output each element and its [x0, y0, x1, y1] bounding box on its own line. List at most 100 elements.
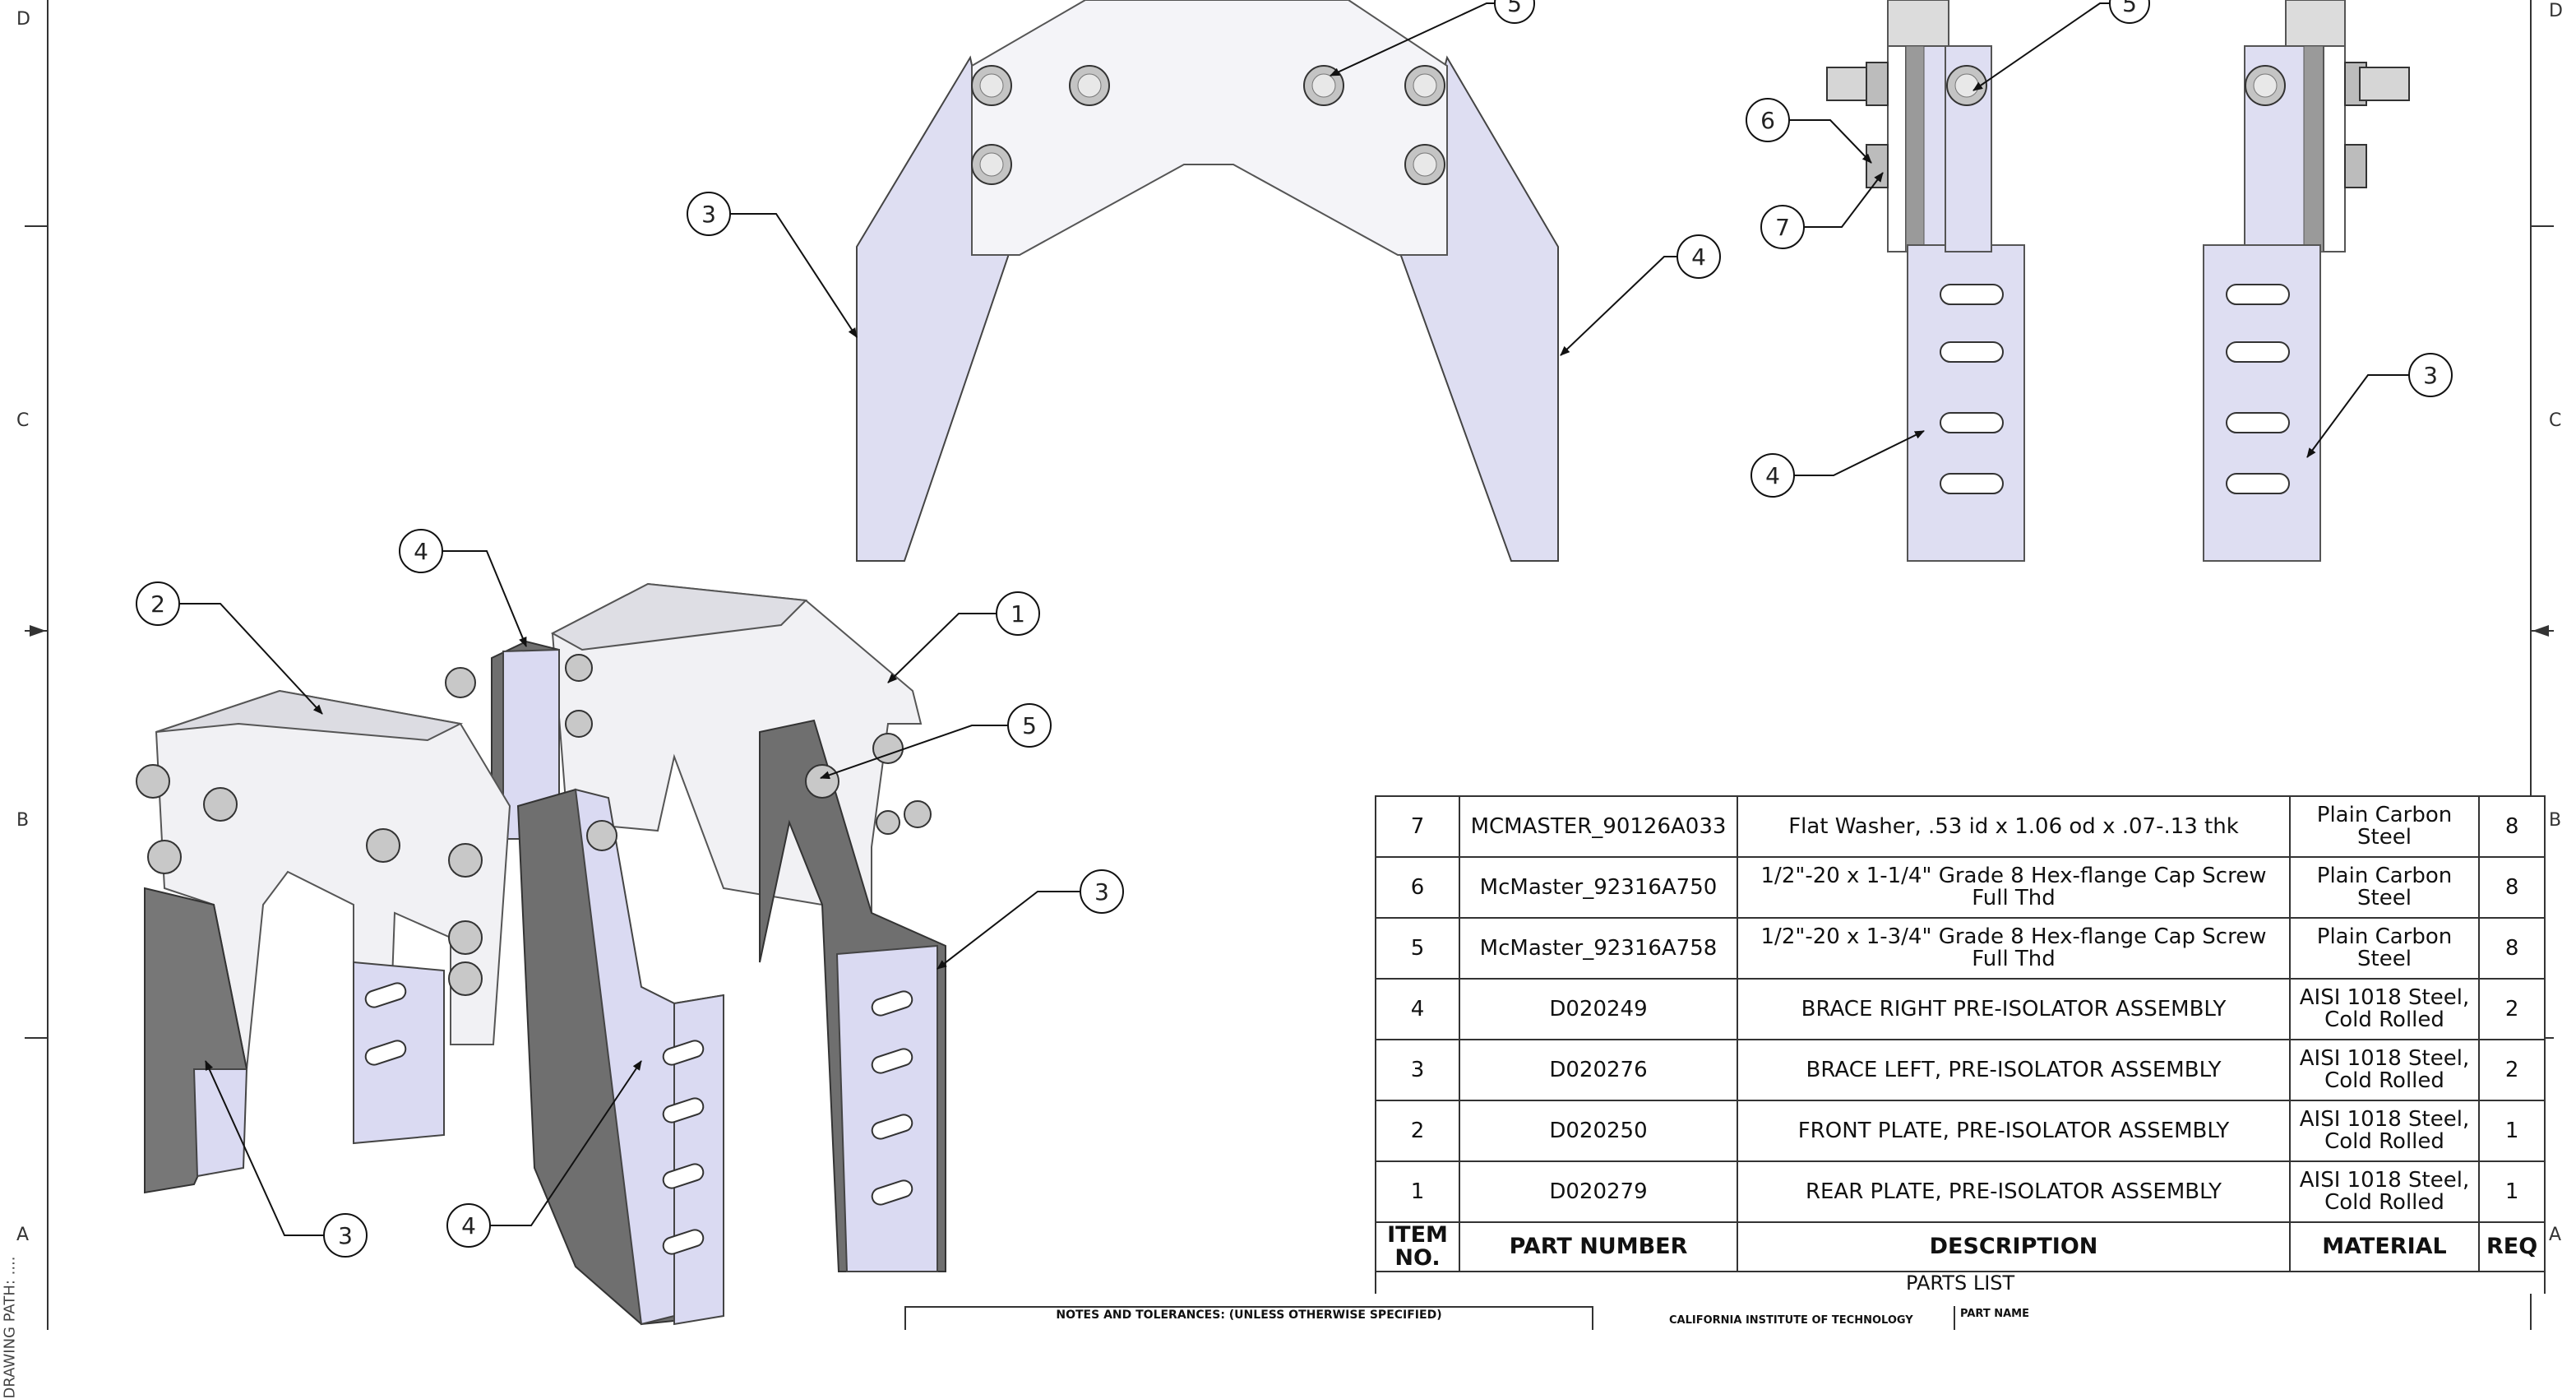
- callout-front-3: [687, 192, 858, 338]
- description: 1/2"-20 x 1-1/4" Grade 8 Hex-flange Cap …: [1737, 856, 2291, 919]
- callout-number: 5: [1022, 712, 1037, 739]
- parts-list-caption: PARTS LIST: [1374, 1271, 2546, 1294]
- quantity-required: 8: [2477, 917, 2546, 980]
- callout-iso-1: [887, 591, 1040, 683]
- front-view: [856, 0, 1559, 562]
- part-number: McMaster_92316A750: [1459, 856, 1738, 919]
- part-name-label: PART NAME: [1960, 1308, 2029, 1320]
- callout-iso-3-left: [205, 1060, 368, 1258]
- callout-number: 3: [338, 1222, 353, 1249]
- callout-side-6: [1746, 98, 1872, 164]
- callout-number: 3: [1094, 878, 1109, 906]
- material: AISI 1018 Steel, Cold Rolled: [2289, 1039, 2480, 1101]
- material: Plain Carbon Steel: [2289, 856, 2480, 919]
- slots-left: [1940, 284, 2004, 494]
- callout-number: 4: [461, 1212, 476, 1239]
- quantity-required: 2: [2477, 1039, 2546, 1101]
- zone-label: B: [2549, 810, 2561, 831]
- organization-name: CALIFORNIA INSTITUTE OF TECHNOLOGY: [1669, 1314, 1913, 1327]
- side-view: [1826, 0, 2410, 562]
- callout-side-4: [1750, 430, 1925, 498]
- item-number: 3: [1375, 1039, 1460, 1101]
- material: AISI 1018 Steel, Cold Rolled: [2289, 1160, 2480, 1223]
- callout-side-5: [1972, 0, 2150, 91]
- material: Plain Carbon Steel: [2289, 917, 2480, 980]
- description: REAR PLATE, PRE-ISOLATOR ASSEMBLY: [1737, 1160, 2291, 1223]
- slots-right: [2226, 284, 2290, 494]
- callout-iso-3-right: [937, 869, 1124, 970]
- part-number: D020249: [1459, 978, 1738, 1040]
- quantity-required: 2: [2477, 978, 2546, 1040]
- item-number: 5: [1375, 917, 1460, 980]
- zone-label: A: [2549, 1225, 2561, 1245]
- center-plate-profile: [971, 0, 1448, 256]
- callout-number: 5: [1507, 0, 1522, 17]
- zone-label: A: [16, 1225, 29, 1245]
- quantity-required: 8: [2477, 856, 2546, 919]
- item-number: 1: [1375, 1160, 1460, 1223]
- part-name-cell: PART NAME: [1954, 1306, 2529, 1330]
- callout-number: 5: [2122, 0, 2137, 17]
- zone-label: B: [16, 810, 29, 831]
- col-header-part-number: PART NUMBER: [1459, 1221, 1738, 1272]
- zone-label: D: [2549, 1, 2563, 21]
- drawing-sheet: D C B A D C B A: [16, 0, 2563, 1330]
- callout-front-4: [1560, 234, 1721, 356]
- zone-letters-left: D C B A: [16, 9, 30, 1245]
- description: BRACE LEFT, PRE-ISOLATOR ASSEMBLY: [1737, 1039, 2291, 1101]
- col-header-req: REQ: [2477, 1221, 2546, 1272]
- drawing-path-note: DRAWING PATH: ....: [1, 1256, 19, 1399]
- callout-side-3: [2306, 353, 2453, 458]
- parts-list-header-row: ITEM NO. PART NUMBER DESCRIPTION MATERIA…: [1375, 1221, 2546, 1272]
- description: 1/2"-20 x 1-3/4" Grade 8 Hex-flange Cap …: [1737, 917, 2291, 980]
- callout-number: 3: [701, 201, 716, 228]
- part-number: D020250: [1459, 1100, 1738, 1162]
- callout-iso-4-top: [399, 529, 527, 647]
- front-view-bolts: [971, 65, 1445, 185]
- quantity-required: 8: [2477, 795, 2546, 858]
- iso-bolts: [136, 654, 932, 996]
- item-number: 2: [1375, 1100, 1460, 1162]
- callout-number: 7: [1775, 214, 1790, 241]
- zone-label: D: [16, 9, 30, 30]
- callout-iso-2: [136, 581, 323, 715]
- callout-labels: 5 3 4 5 6 7 4 3 4 2 1 5 3 3 4: [150, 0, 2438, 1249]
- description: BRACE RIGHT PRE-ISOLATOR ASSEMBLY: [1737, 978, 2291, 1040]
- zone-label: C: [2549, 410, 2561, 431]
- callout-iso-5: [820, 703, 1052, 780]
- title-block: NOTES AND TOLERANCES: (UNLESS OTHERWISE …: [904, 1306, 2549, 1330]
- callout-iso-4-bottom: [446, 1060, 642, 1248]
- material: AISI 1018 Steel, Cold Rolled: [2289, 1100, 2480, 1162]
- col-header-item: ITEM NO.: [1375, 1221, 1460, 1272]
- description: FRONT PLATE, PRE-ISOLATOR ASSEMBLY: [1737, 1100, 2291, 1162]
- callout-number: 3: [2423, 362, 2438, 389]
- zone-letters-right: D C B A: [2549, 1, 2563, 1245]
- slotted-brace-iso: [835, 944, 938, 1272]
- material: Plain Carbon Steel: [2289, 795, 2480, 858]
- description: Flat Washer, .53 id x 1.06 od x .07-.13 …: [1737, 795, 2291, 858]
- quantity-required: 1: [2477, 1160, 2546, 1223]
- callout-front-5: [1330, 0, 1535, 76]
- callout-number: 2: [150, 591, 165, 618]
- material: AISI 1018 Steel, Cold Rolled: [2289, 978, 2480, 1040]
- col-header-description: DESCRIPTION: [1737, 1221, 2291, 1272]
- callout-number: 4: [1765, 462, 1780, 489]
- part-number: D020279: [1459, 1160, 1738, 1223]
- callouts: [136, 0, 2453, 1258]
- notes-and-tolerances: NOTES AND TOLERANCES: (UNLESS OTHERWISE …: [904, 1306, 1593, 1330]
- isometric-view: [136, 582, 946, 1326]
- col-header-material: MATERIAL: [2289, 1221, 2480, 1272]
- callout-side-7: [1760, 172, 1884, 249]
- zone-label: C: [16, 410, 29, 431]
- part-number: McMaster_92316A758: [1459, 917, 1738, 980]
- callout-number: 4: [1691, 243, 1706, 271]
- item-number: 7: [1375, 795, 1460, 858]
